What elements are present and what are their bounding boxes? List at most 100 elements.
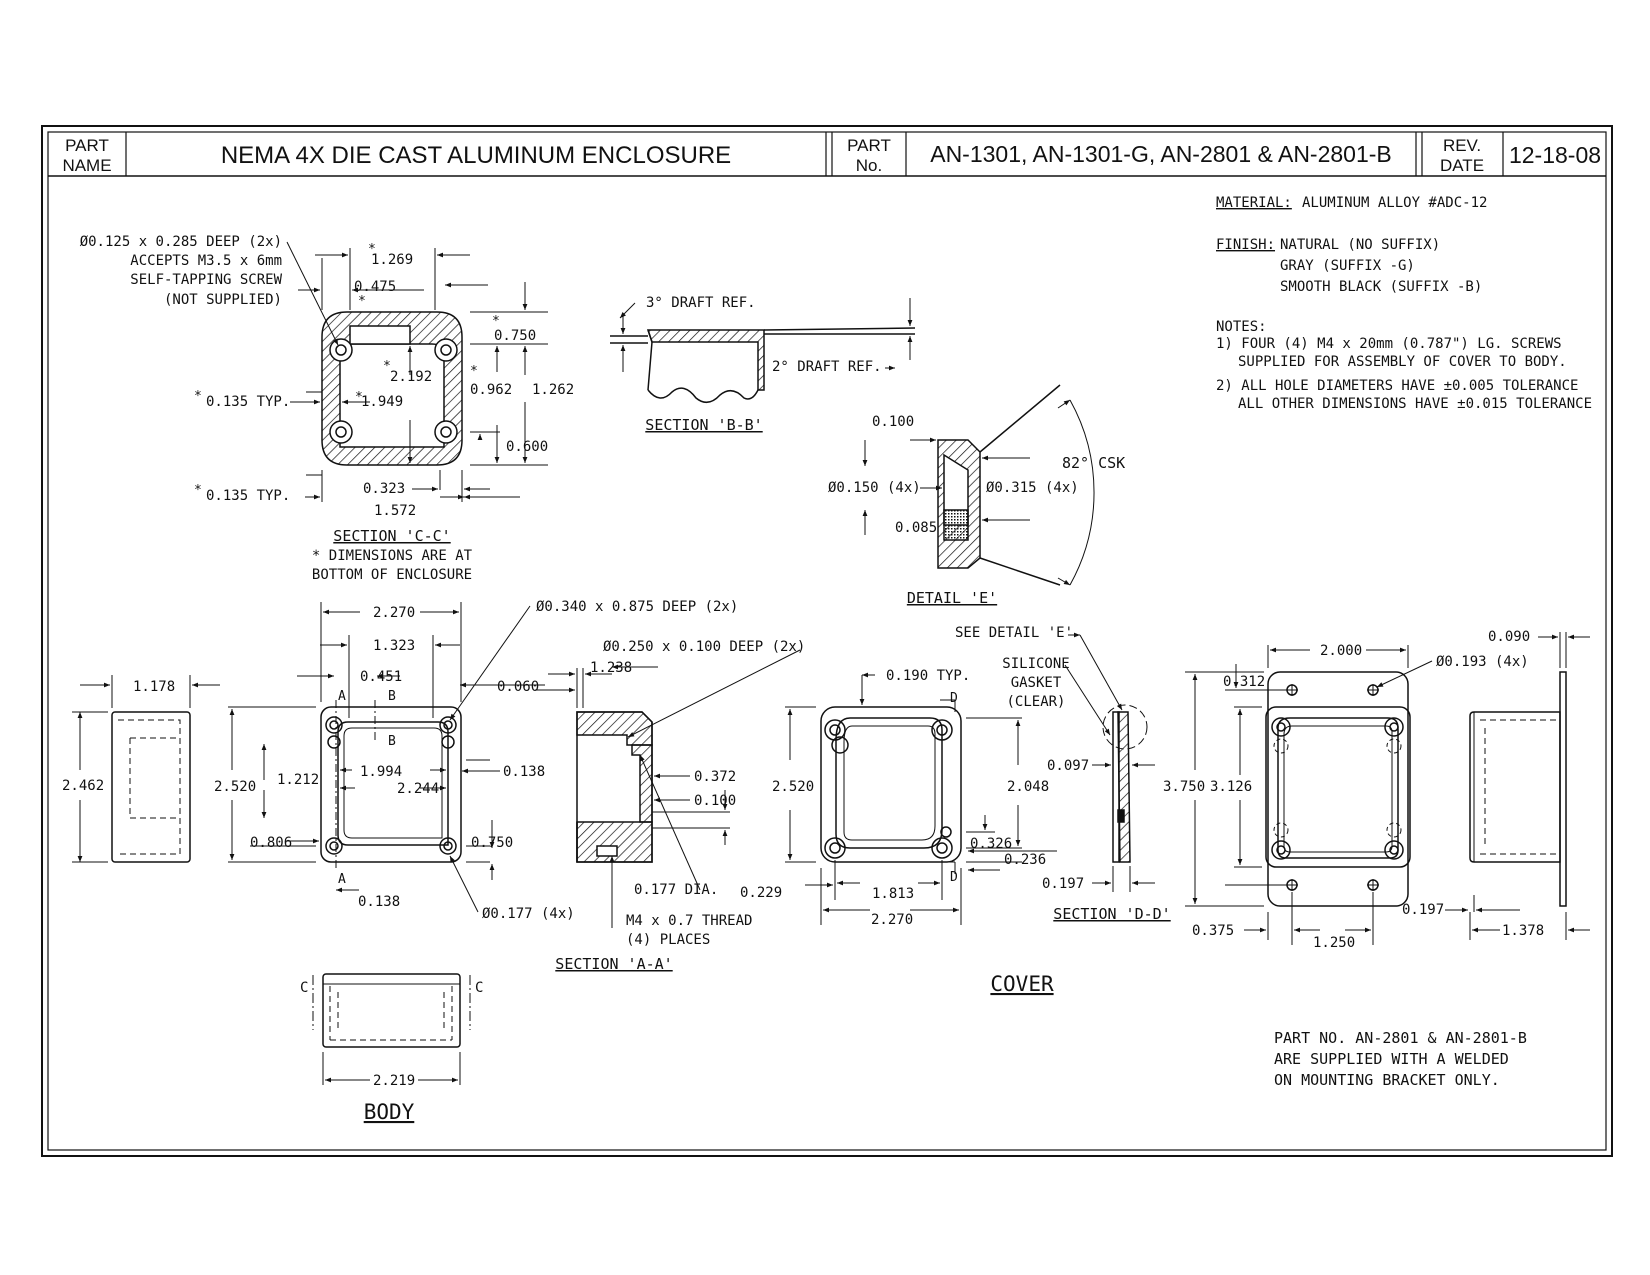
bracket-dim-3126: 3.126 bbox=[1210, 779, 1252, 795]
e-dim-0100: 0.100 bbox=[872, 414, 914, 430]
cc-star-0962: * bbox=[470, 364, 478, 379]
section-bb-view: 3° DRAFT REF. 2° DRAFT REF. SECTION 'B-B… bbox=[610, 295, 916, 434]
dd-gasket-1: SILICONE bbox=[1002, 656, 1069, 672]
bracket-dim-0090: 0.090 bbox=[1488, 629, 1530, 645]
bb-draft-3: 3° DRAFT REF. bbox=[646, 295, 756, 311]
cover-mark-d-bottom: D bbox=[950, 870, 958, 885]
aa-dim-0100: 0.100 bbox=[694, 793, 736, 809]
cc-hole-note-4: (NOT SUPPLIED) bbox=[164, 292, 282, 308]
part-name: NEMA 4X DIE CAST ALUMINUM ENCLOSURE bbox=[221, 142, 731, 169]
e-dim-0315: Ø0.315 (4x) bbox=[986, 480, 1079, 496]
dd-section-label: SECTION 'D-D' bbox=[1053, 905, 1170, 923]
cover-label: COVER bbox=[990, 972, 1054, 996]
cc-star-0750: * bbox=[492, 314, 500, 329]
aa-thread-1: M4 x 0.7 THREAD bbox=[626, 913, 752, 929]
bracket-dim-0193: Ø0.193 (4x) bbox=[1436, 654, 1529, 670]
bracket-dim-0375: 0.375 bbox=[1192, 923, 1234, 939]
cc-dim-1572: 1.572 bbox=[374, 503, 416, 519]
cover-dim-2048: 2.048 bbox=[1007, 779, 1049, 795]
cover-dim-0229: 0.229 bbox=[740, 885, 782, 901]
cc-note-1: * DIMENSIONS ARE AT bbox=[312, 548, 473, 564]
rev-label-1: REV. bbox=[1443, 136, 1481, 155]
body-mark-c-right: C bbox=[475, 980, 483, 996]
cc-dim-1269: 1.269 bbox=[371, 252, 413, 268]
bracket-top-view: 2.000 Ø0.193 (4x) 0.312 3.750 3.126 0.37… bbox=[1163, 643, 1529, 951]
cc-star-1949: * bbox=[355, 390, 363, 405]
bb-section-label: SECTION 'B-B' bbox=[645, 416, 762, 434]
body-mark-c-left: C bbox=[300, 980, 308, 996]
cc-star-0135b: * bbox=[194, 483, 202, 498]
cover-dim-2520: 2.520 bbox=[772, 779, 814, 795]
body-dim-0806: 0.806 bbox=[250, 835, 292, 851]
cc-dim-0962: 0.962 bbox=[470, 382, 512, 398]
body-mark-b-bottom: B bbox=[388, 734, 396, 749]
body-top-view: 2.270 1.323 0.451 Ø0.340 x 0.875 DEEP (2… bbox=[214, 599, 738, 922]
bb-draft-2: 2° DRAFT REF. bbox=[772, 359, 882, 375]
note-2b: ALL OTHER DIMENSIONS HAVE ±0.015 TOLERAN… bbox=[1238, 396, 1592, 412]
dd-gasket-2: GASKET bbox=[1011, 675, 1062, 691]
section-dd-view: SEE DETAIL 'E' SILICONE GASKET (CLEAR) 0… bbox=[955, 625, 1171, 923]
title-block: PART NAME NEMA 4X DIE CAST ALUMINUM ENCL… bbox=[62, 136, 1601, 175]
cc-dim-0475: 0.475 bbox=[354, 279, 396, 295]
cover-dim-1813: 1.813 bbox=[872, 886, 914, 902]
cc-dim-0135b: 0.135 TYP. bbox=[206, 488, 290, 504]
rev-date: 12-18-08 bbox=[1509, 142, 1601, 168]
e-dim-0150: Ø0.150 (4x) bbox=[828, 480, 921, 496]
aa-dim-0177dia: 0.177 DIA. bbox=[634, 882, 718, 898]
aa-section-label: SECTION 'A-A' bbox=[555, 955, 672, 973]
note-2a: 2) ALL HOLE DIAMETERS HAVE ±0.005 TOLERA… bbox=[1216, 378, 1578, 394]
body-dim-1994: 1.994 bbox=[360, 764, 402, 780]
cc-star-1269: * bbox=[368, 242, 376, 257]
body-mark-a-bottom: A bbox=[338, 872, 346, 887]
cc-dim-1949: 1.949 bbox=[361, 394, 403, 410]
bracket-dim-1250: 1.250 bbox=[1313, 935, 1355, 951]
note-1a: 1) FOUR (4) M4 x 20mm (0.787") LG. SCREW… bbox=[1216, 336, 1562, 352]
bracket-dim-2000: 2.000 bbox=[1320, 643, 1362, 659]
body-mark-b-top: B bbox=[388, 689, 396, 704]
body-dim-0340: Ø0.340 x 0.875 DEEP (2x) bbox=[536, 599, 738, 615]
body-front-view: C C 2.219 BODY bbox=[300, 973, 483, 1124]
part-no-label-2: No. bbox=[856, 156, 882, 175]
body-dim-0451: 0.451 bbox=[360, 669, 402, 685]
cc-star-2192: * bbox=[383, 359, 391, 374]
bracket-side-view: 0.090 0.197 1.378 bbox=[1402, 629, 1590, 940]
finish-label: FINISH: bbox=[1216, 237, 1275, 253]
dd-dim-0197: 0.197 bbox=[1042, 876, 1084, 892]
cc-dim-1262: 1.262 bbox=[532, 382, 574, 398]
sheet-border bbox=[41, 125, 1613, 1157]
body-dim-2270: 2.270 bbox=[373, 605, 415, 621]
aa-dim-1238: 1.238 bbox=[590, 660, 632, 676]
body-dim-2520: 2.520 bbox=[214, 779, 256, 795]
body-side-1178: 1.178 bbox=[133, 679, 175, 695]
cc-dim-0323: 0.323 bbox=[363, 481, 405, 497]
dd-dim-0097: 0.097 bbox=[1047, 758, 1089, 774]
body-dim-0750: 0.750 bbox=[471, 835, 513, 851]
part-name-label-2: NAME bbox=[62, 156, 111, 175]
cc-star-0475: * bbox=[358, 294, 366, 309]
rev-label-2: DATE bbox=[1440, 156, 1484, 175]
part-numbers: AN-1301, AN-1301-G, AN-2801 & AN-2801-B bbox=[930, 141, 1392, 167]
bracket-dim-0312: 0.312 bbox=[1223, 674, 1265, 690]
section-cc-view: Ø0.125 x 0.285 DEEP (2x) ACCEPTS M3.5 x … bbox=[80, 234, 574, 583]
cc-dim-0750: 0.750 bbox=[494, 328, 536, 344]
finish-3: SMOOTH BLACK (SUFFIX -B) bbox=[1280, 279, 1482, 295]
notes-label: NOTES: bbox=[1216, 319, 1267, 335]
cc-note-2: BOTTOM OF ENCLOSURE bbox=[312, 567, 472, 583]
note-1b: SUPPLIED FOR ASSEMBLY OF COVER TO BODY. bbox=[1238, 354, 1567, 370]
cc-dim-2192: 2.192 bbox=[390, 369, 432, 385]
detail-e-view: 0.100 Ø0.150 (4x) Ø0.315 (4x) 0.085 82° … bbox=[828, 384, 1125, 607]
body-label: BODY bbox=[364, 1100, 415, 1124]
cover-dim-0236: 0.236 bbox=[1004, 852, 1046, 868]
body-dim-0138b: 0.138 bbox=[358, 894, 400, 910]
cc-hole-note-2: ACCEPTS M3.5 x 6mm bbox=[130, 253, 282, 269]
cover-dim-0326: 0.326 bbox=[970, 836, 1012, 852]
cover-dim-2270: 2.270 bbox=[871, 912, 913, 928]
dd-see-detail: SEE DETAIL 'E' bbox=[955, 625, 1073, 641]
section-aa-view: Ø0.250 x 0.100 DEEP (2x) 1.238 0.372 0.1… bbox=[535, 639, 805, 973]
cc-dim-0600: 0.600 bbox=[506, 439, 548, 455]
bracket-note-2: ARE SUPPLIED WITH A WELDED bbox=[1274, 1050, 1509, 1068]
cover-mark-d-top: D bbox=[950, 691, 958, 706]
aa-dim-0250: Ø0.250 x 0.100 DEEP (2x) bbox=[603, 639, 805, 655]
cover-dim-0190: 0.190 TYP. bbox=[886, 668, 970, 684]
body-dim-0177: Ø0.177 (4x) bbox=[482, 906, 575, 922]
